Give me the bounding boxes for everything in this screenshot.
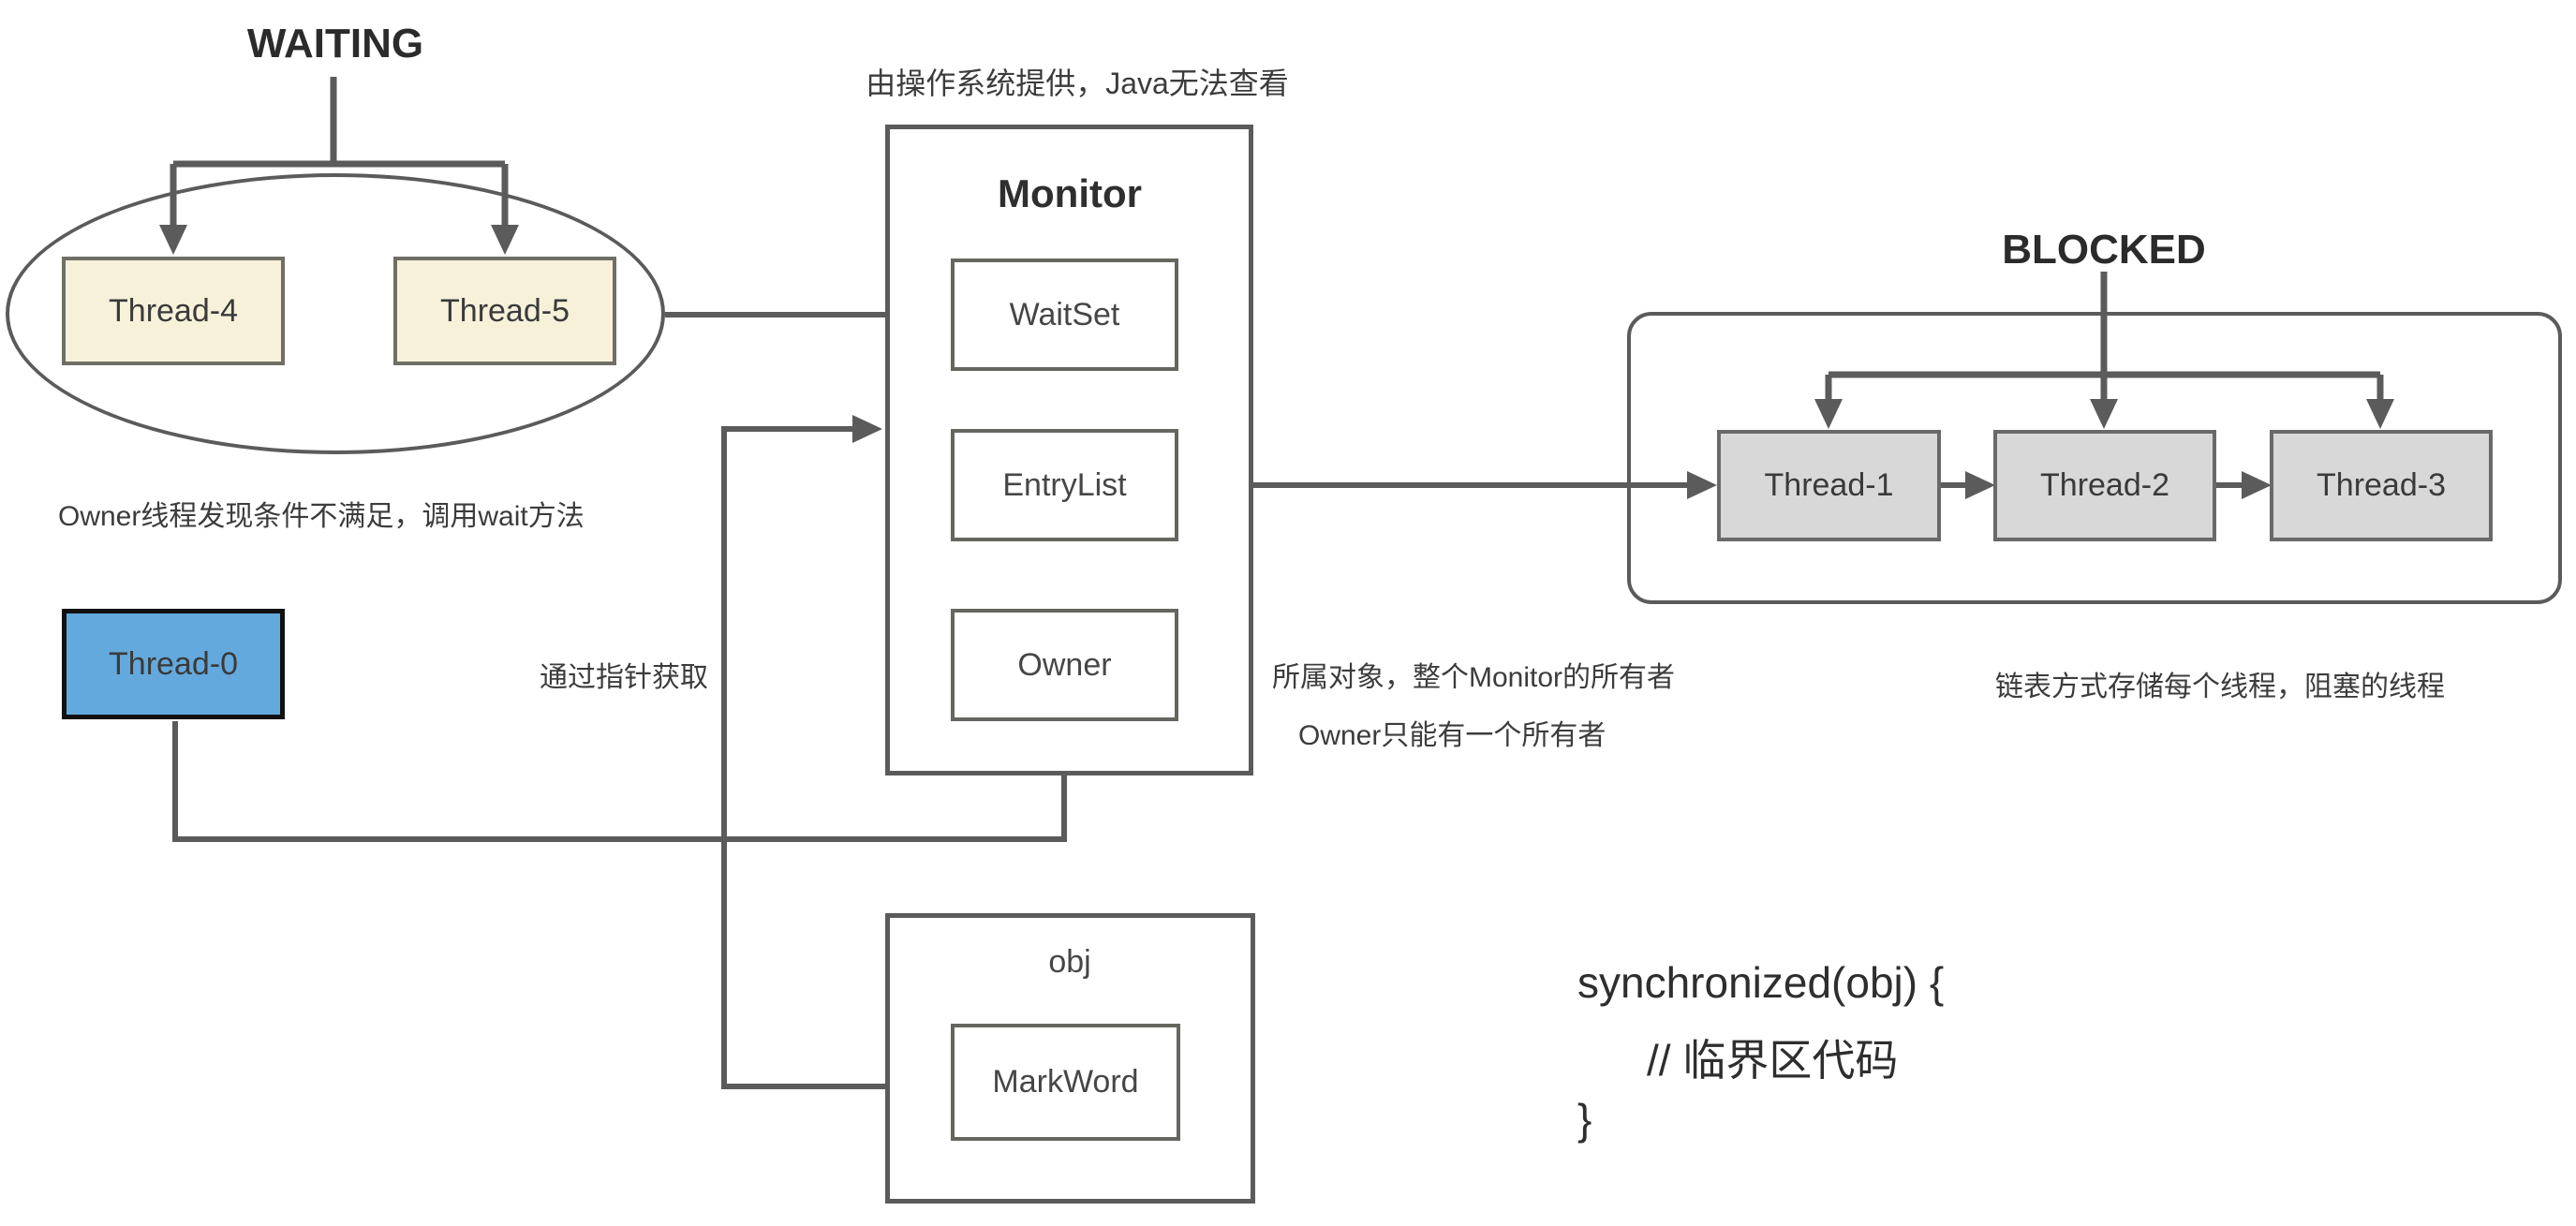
thread-3-box: Thread-3 (2270, 430, 2493, 541)
code-line-3: } (1577, 1095, 1592, 1144)
thread-4-label: Thread-4 (109, 292, 238, 329)
owner-caption-line2: Owner只能有一个所有者 (1298, 720, 1606, 751)
thread-4-box: Thread-4 (62, 257, 285, 365)
arrowhead-to-monitor (852, 415, 882, 443)
waitset-label: WaitSet (1009, 296, 1120, 332)
thread-2-box: Thread-2 (1993, 430, 2216, 541)
entrylist-box: EntryList (951, 429, 1178, 541)
code-line-2: // 临界区代码 (1647, 1036, 1899, 1085)
blocked-container (1627, 312, 2562, 604)
owner-label: Owner (1017, 646, 1112, 683)
thread-3-label: Thread-3 (2317, 467, 2446, 503)
thread-5-box: Thread-5 (393, 257, 616, 365)
thread-0-box: Thread-0 (62, 609, 285, 719)
entrylist-label: EntryList (1002, 466, 1127, 503)
thread-1-label: Thread-1 (1764, 467, 1894, 503)
thread-5-label: Thread-5 (440, 292, 570, 329)
waitset-box: WaitSet (951, 258, 1178, 371)
owner-box: Owner (951, 609, 1178, 721)
waiting-state-title: WAITING (246, 21, 424, 66)
obj-title: obj (1048, 944, 1091, 980)
thread-1-box: Thread-1 (1717, 430, 1941, 541)
markword-label: MarkWord (992, 1064, 1139, 1100)
markword-box: MarkWord (951, 1024, 1180, 1141)
wait-method-caption: Owner线程发现条件不满足，调用wait方法 (58, 501, 585, 532)
pointer-caption: 通过指针获取 (540, 662, 708, 693)
linked-list-caption: 链表方式存储每个线程，阻塞的线程 (1995, 672, 2445, 702)
thread-2-label: Thread-2 (2040, 467, 2169, 503)
pointer-path-line (721, 426, 886, 1089)
os-provided-caption: 由操作系统提供，Java无法查看 (866, 66, 1289, 100)
thread-0-label: Thread-0 (109, 645, 238, 682)
blocked-state-title: BLOCKED (2002, 227, 2206, 273)
waiting-ellipse (6, 173, 665, 454)
code-line-1: synchronized(obj) { (1577, 958, 1945, 1007)
monitor-title: Monitor (998, 171, 1142, 215)
owner-caption-line1: 所属对象，整个Monitor的所有者 (1272, 662, 1676, 693)
